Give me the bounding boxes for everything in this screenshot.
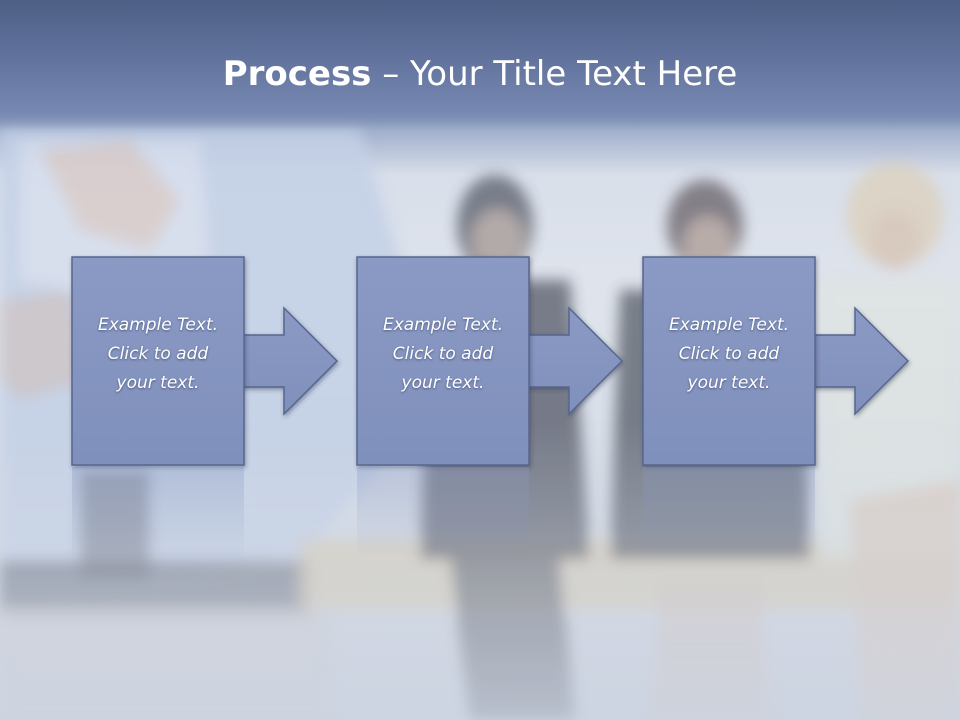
step-3-reflection xyxy=(643,467,815,557)
step-2-line-3: your text. xyxy=(401,373,485,393)
step-3-box xyxy=(642,256,816,466)
title-rest-part: – Your Title Text Here xyxy=(371,54,738,94)
process-step-1[interactable] xyxy=(71,256,339,557)
step-2-reflection xyxy=(357,467,529,557)
step-1-line-1: Example Text. xyxy=(97,315,219,335)
step-3-arrow xyxy=(810,306,910,416)
step-2-text[interactable]: Example Text. Click to add your text. xyxy=(357,311,529,398)
step-1-arrow xyxy=(239,306,339,416)
step-1-text[interactable]: Example Text. Click to add your text. xyxy=(72,311,244,398)
step-2-box xyxy=(356,256,530,466)
step-2-line-1: Example Text. xyxy=(382,315,504,335)
slide-title[interactable]: Process – Your Title Text Here xyxy=(0,52,960,96)
step-1-line-2: Click to add xyxy=(107,344,209,364)
step-2-arrow xyxy=(524,306,624,416)
step-2-line-2: Click to add xyxy=(392,344,494,364)
step-3-line-3: your text. xyxy=(687,373,771,393)
title-bold-part: Process xyxy=(222,54,372,94)
step-1-line-3: your text. xyxy=(116,373,200,393)
process-step-3[interactable] xyxy=(642,256,910,557)
title-band xyxy=(0,0,960,130)
step-3-line-2: Click to add xyxy=(678,344,780,364)
step-1-box xyxy=(71,256,245,466)
process-step-2[interactable] xyxy=(356,256,624,557)
step-3-text[interactable]: Example Text. Click to add your text. xyxy=(643,311,815,398)
step-3-line-1: Example Text. xyxy=(668,315,790,335)
step-1-reflection xyxy=(72,467,244,557)
